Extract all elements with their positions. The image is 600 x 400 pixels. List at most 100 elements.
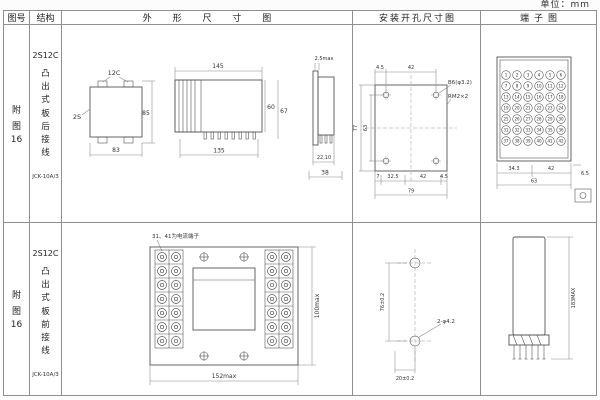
relay-side-profile [508, 236, 550, 360]
terminal-number: 26 [514, 117, 520, 122]
dim-100max: 100max [314, 293, 321, 318]
panel-cutout [365, 75, 457, 181]
screw-terminal-center [173, 324, 179, 330]
terminal-circle [545, 125, 555, 135]
terminal-circle [512, 81, 522, 91]
dim-32-5: 32.5 [387, 174, 398, 180]
structure-row2: 2S12C 凸出式板前接线 JCK-10A/3 [30, 223, 62, 395]
spec-table: 图号 结构 外 形 尺 寸 图 安装开孔尺寸图 端子图 附 图 16 2S12C… [3, 10, 597, 396]
terminal-circle [534, 81, 544, 91]
terminal-number: 30 [558, 117, 564, 122]
screw-terminal-center [173, 296, 179, 302]
screw-terminal-center [269, 324, 275, 330]
terminal-number: 15 [525, 95, 531, 100]
terminal-number: 12 [558, 84, 564, 89]
screw-terminal-center [283, 296, 289, 302]
terminal-circle [556, 136, 566, 146]
screw-terminal [281, 308, 291, 318]
drill-holes [397, 249, 433, 363]
outline-svg-row2: 31、41为电流端子 [149, 232, 321, 385]
install-drawing-row2: 76±0.2 2-φ4.2 20±0.2 [353, 223, 481, 395]
terminal-number: 22 [536, 106, 542, 111]
terminal-number: 17 [547, 95, 553, 100]
terminal-number: 2 [516, 73, 519, 78]
terminal-circle [545, 92, 555, 102]
terminal-number: 34 [536, 128, 542, 133]
fig-number: 16 [10, 134, 23, 145]
terminal-number: 18 [558, 95, 564, 100]
terminal-detail-box [574, 188, 592, 203]
terminal-number: 11 [547, 84, 553, 89]
plate-dimensions: 100max 152max [149, 246, 321, 385]
terminal-circle [556, 125, 566, 135]
screw-terminal [157, 252, 167, 262]
label-12c: 12C [108, 69, 121, 77]
terminal-number: 39 [525, 139, 531, 144]
header-structure: 结构 [30, 11, 62, 25]
terminal-circle [523, 136, 533, 146]
terminal-number: 10 [536, 84, 542, 89]
install-svg-row1: 4.5 42 B6(φ3.2) RM2×2 77 63 [353, 65, 472, 199]
height-dimension: 183MAX [547, 236, 577, 360]
screw-terminal [171, 322, 181, 332]
terminal-circle [501, 125, 511, 135]
terminal-circle [545, 103, 555, 113]
terminal-circle [556, 92, 566, 102]
terminal-number: 25 [503, 117, 509, 122]
outline-svg-row1: 12C 2S 83 85 145 [73, 56, 343, 180]
dim-4-5-bottom: 4.5 [440, 174, 448, 180]
dim-76: 76±0.2 [380, 293, 386, 312]
outline-drawing-row1: 12C 2S 83 85 145 [62, 25, 353, 223]
screw-terminal [171, 294, 181, 304]
screw-terminal-center [269, 254, 275, 260]
dim-85: 85 [142, 110, 150, 117]
screw-terminal-center [283, 282, 289, 288]
relay-body-outline [192, 267, 256, 331]
dim-2-5max: 2.5max [315, 56, 334, 62]
terminal-circle [501, 92, 511, 102]
structure-desc: 凸出式板后接线 [41, 69, 50, 159]
terminal-number: 14 [514, 95, 520, 100]
dim-6-5: 6.5 [581, 171, 589, 177]
terminal-number: 40 [536, 139, 542, 144]
dim-83: 83 [112, 147, 120, 154]
screw-terminal [267, 308, 277, 318]
fig-number-row1: 附 图 16 [4, 25, 30, 223]
dim-77: 77 [353, 125, 359, 131]
relay-code: JCK-10A/3 [32, 372, 59, 379]
dim-7: 7 [376, 174, 379, 180]
profile-view: 2.5max 22,10 38 [308, 56, 343, 180]
mounting-screw-marks [199, 252, 249, 361]
terminal-number: 32 [514, 128, 520, 133]
screw-terminal-center [159, 282, 165, 288]
terminal-number: 31 [503, 128, 509, 133]
screw-terminal-center [159, 338, 165, 344]
structure-row1: 2S12C 凸出式板后接线 JCK-10A/3 [30, 25, 62, 223]
screw-terminal-center [269, 296, 275, 302]
rear-view: 12C 2S 83 85 [73, 69, 155, 157]
terminal-number: 27 [525, 117, 531, 122]
terminal-block-outline [496, 56, 572, 162]
terminal-number: 23 [547, 106, 553, 111]
outline-drawing-row2: 31、41为电流端子 [62, 223, 353, 395]
terminal-number: 37 [503, 139, 509, 144]
terminal-circle [523, 103, 533, 113]
terminal-circle [534, 103, 544, 113]
terminal-circle [523, 92, 533, 102]
terminal-number: 19 [503, 106, 509, 111]
dim-22-10: 22,10 [317, 155, 331, 161]
screw-terminal [157, 322, 167, 332]
terminal-number: 16 [536, 95, 542, 100]
drill-dimensions: 76±0.2 2-φ4.2 20±0.2 [380, 262, 455, 382]
dim-183max: 183MAX [571, 287, 577, 308]
header-terminal-diagram: 端子图 [481, 11, 596, 25]
terminal-circle [556, 81, 566, 91]
terminal-number: 5 [549, 73, 552, 78]
screw-terminal [281, 322, 291, 332]
terminal-circle [534, 92, 544, 102]
screw-terminal-center [283, 254, 289, 260]
terminal-circle [545, 70, 555, 80]
screw-terminal-center [159, 268, 165, 274]
label-2-phi4-2: 2-φ4.2 [437, 319, 455, 325]
